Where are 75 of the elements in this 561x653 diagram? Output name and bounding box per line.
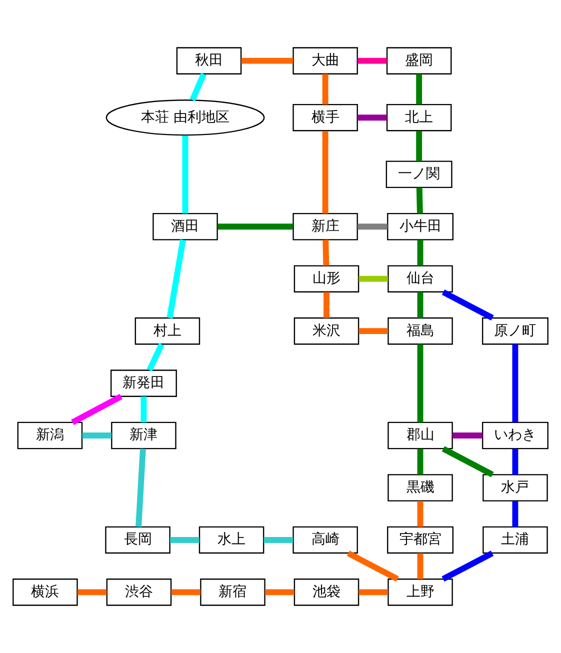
node-box: 新庄 xyxy=(292,212,358,240)
connector xyxy=(512,501,518,527)
connector xyxy=(417,292,424,318)
connector xyxy=(324,292,330,318)
node-ellipse: 本荘 由利地区 xyxy=(106,100,265,136)
connector xyxy=(358,114,387,121)
connector xyxy=(417,240,424,266)
connector xyxy=(512,448,518,475)
node-box: 仙台 xyxy=(388,265,453,292)
connector xyxy=(442,446,494,478)
connector xyxy=(322,74,328,104)
connector xyxy=(264,589,294,596)
connector xyxy=(71,394,122,425)
connector xyxy=(170,537,200,543)
node-box: 土浦 xyxy=(482,526,548,554)
connector xyxy=(442,550,494,582)
node-box: 池袋 xyxy=(294,578,360,606)
connector xyxy=(417,448,424,475)
connector xyxy=(346,550,399,582)
node-box: 長岡 xyxy=(105,526,170,554)
node-box: 黒磯 xyxy=(388,474,453,502)
connector xyxy=(442,289,494,321)
node-box: 高崎 xyxy=(292,526,358,554)
connector xyxy=(417,501,424,527)
node-box: 酒田 xyxy=(152,212,218,240)
node-box: 秋田 xyxy=(176,47,242,74)
connector xyxy=(241,58,294,64)
node-box: 宇都宮 xyxy=(387,526,454,554)
connector xyxy=(512,344,518,422)
node-box: 原ノ町 xyxy=(482,317,548,345)
node-box: 横手 xyxy=(292,104,358,132)
node-box: 新津 xyxy=(111,422,176,450)
node-box: 上野 xyxy=(388,578,453,606)
node-box: 渋谷 xyxy=(106,578,172,606)
node-box: 米沢 xyxy=(294,317,360,345)
node-box: 福島 xyxy=(388,317,453,345)
connector xyxy=(171,589,200,596)
connector xyxy=(166,239,186,318)
connector xyxy=(417,344,424,422)
connector xyxy=(416,130,422,162)
node-box: 水戸 xyxy=(482,474,548,502)
connector xyxy=(417,553,424,580)
node-box: 大曲 xyxy=(292,47,358,74)
node-box: いわき xyxy=(482,422,548,450)
connector xyxy=(322,130,328,214)
connector xyxy=(190,72,206,102)
node-box: 水上 xyxy=(198,526,264,554)
node-box: 郡山 xyxy=(388,422,453,450)
connector xyxy=(358,58,387,64)
connector xyxy=(358,328,388,334)
connector xyxy=(82,432,112,438)
node-box: 盛岡 xyxy=(386,47,452,74)
node-box: 横浜 xyxy=(12,578,78,606)
connector xyxy=(322,240,330,266)
node-box: 小牛田 xyxy=(387,212,454,240)
connector xyxy=(218,224,293,230)
connector xyxy=(416,74,422,104)
connector xyxy=(77,589,107,596)
node-box: 一ノ関 xyxy=(386,160,452,188)
node-box: 新発田 xyxy=(110,370,177,397)
node-box: 新宿 xyxy=(200,578,266,606)
connector xyxy=(264,537,294,543)
node-box: 村上 xyxy=(134,317,200,345)
connector xyxy=(146,343,164,372)
node-box: 山形 xyxy=(294,265,360,292)
connector xyxy=(182,136,188,214)
connector xyxy=(358,589,388,596)
connector xyxy=(358,276,388,282)
connector xyxy=(140,396,147,422)
connector xyxy=(358,224,388,230)
node-box: 新潟 xyxy=(17,422,83,450)
connector xyxy=(452,432,482,438)
connector xyxy=(136,448,146,528)
node-box: 北上 xyxy=(386,104,452,132)
connector xyxy=(416,188,423,214)
